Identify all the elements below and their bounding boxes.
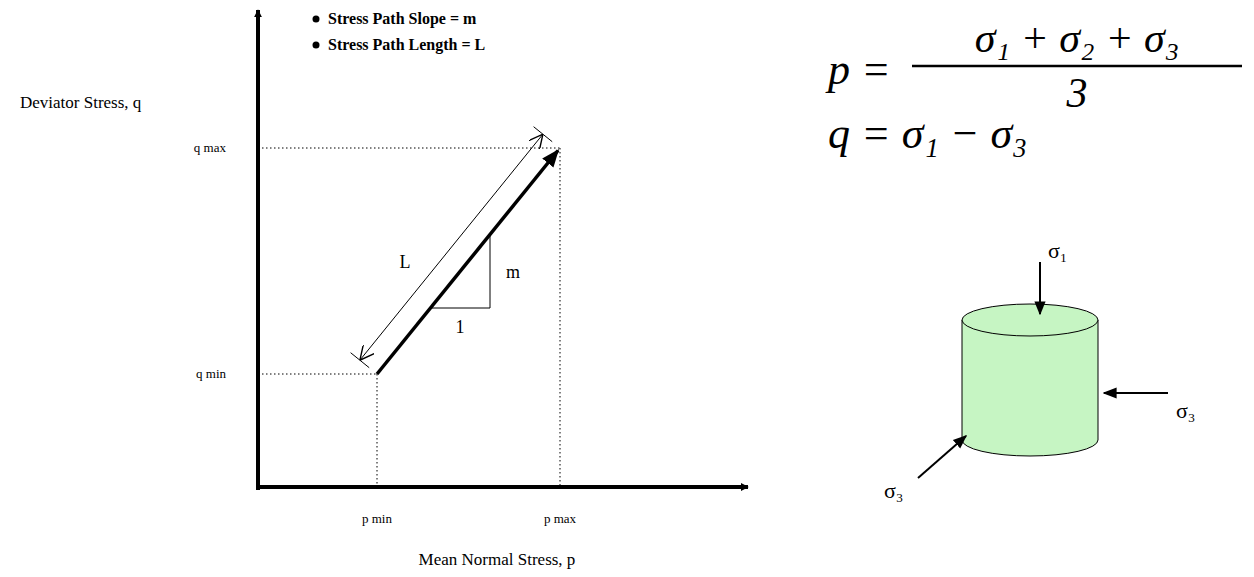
slope-triangle: [430, 234, 490, 308]
formula: 3: [1067, 72, 1088, 114]
fraction-bar: [912, 65, 1242, 68]
axis-title: Mean Normal Stress, p: [419, 551, 576, 568]
axis-value: q max: [194, 141, 226, 154]
length-dimension: [351, 127, 553, 368]
formula: σ₁ + σ₂ + σ₃: [975, 17, 1180, 59]
axis-value: p min: [362, 512, 392, 525]
p-axis: [256, 485, 748, 489]
axis-title: Deviator Stress, q: [20, 94, 141, 111]
stress-symbol: σ₁: [1048, 240, 1068, 262]
stress-symbol: σ₃: [884, 480, 904, 502]
dimension-label: L: [400, 253, 411, 271]
bullet: [313, 42, 320, 49]
soil-specimen: [962, 304, 1098, 456]
guide-lines: [258, 148, 560, 487]
slope-label: 1: [456, 318, 465, 336]
formula: q = σ₁ − σ₃: [828, 112, 1027, 156]
stress-symbol: σ₃: [1176, 400, 1196, 422]
note: Stress Path Length = L: [328, 37, 485, 53]
stress-path: [377, 151, 558, 375]
axis-value: p max: [544, 512, 576, 525]
stress-arrows: [918, 262, 1168, 478]
formula: p =: [828, 48, 891, 92]
slope-label: m: [506, 263, 520, 281]
bullet: [313, 16, 320, 23]
axis-value: q min: [196, 367, 226, 380]
note: Stress Path Slope = m: [328, 11, 476, 27]
q-axis: [256, 10, 260, 490]
